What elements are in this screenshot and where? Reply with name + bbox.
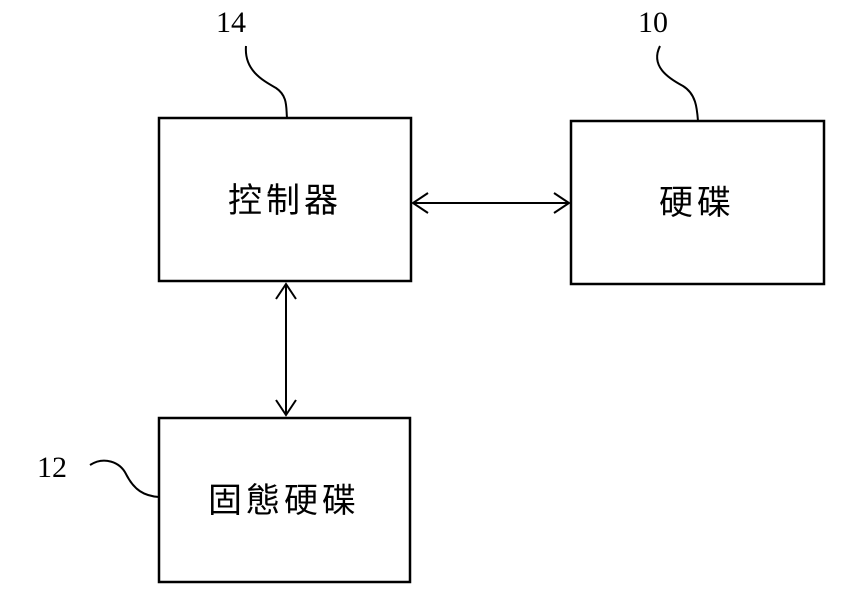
hard-disk-label: 硬碟 — [659, 183, 735, 223]
controller-box — [157, 116, 413, 283]
ssd-block: 固態硬碟 — [157, 416, 412, 584]
hard-disk-leader-line — [656, 45, 699, 122]
ssd-box — [157, 416, 412, 584]
hard-disk-ref-numeral: 10 — [638, 6, 668, 39]
ssd-ref-numeral: 12 — [37, 451, 67, 484]
controller-ssd-arrow — [275, 282, 297, 417]
ssd-label: 固態硬碟 — [208, 481, 360, 521]
controller-block: 控制器 — [157, 116, 413, 283]
controller-ref-numeral: 14 — [216, 6, 246, 39]
controller-leader-line — [244, 45, 288, 119]
controller-hard-disk-arrow — [411, 192, 571, 214]
controller-label: 控制器 — [228, 181, 342, 221]
hard-disk-box — [569, 119, 826, 286]
ssd-leader-line — [89, 459, 160, 498]
hard-disk-block: 硬碟 — [569, 119, 826, 286]
